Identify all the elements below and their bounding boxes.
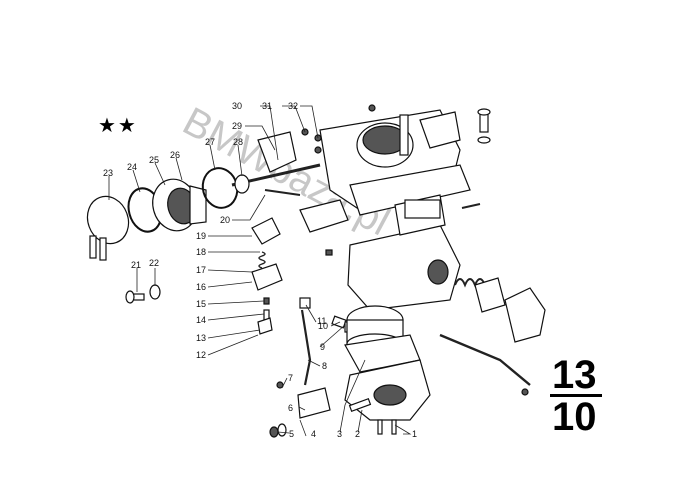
part-float-needle [264, 189, 301, 196]
callout-4: 4 [311, 429, 316, 439]
callout-22: 22 [149, 258, 159, 268]
callout-19: 19 [196, 231, 206, 241]
part-carburetor-top [319, 109, 471, 216]
part-pump-cover [474, 277, 506, 313]
callout-6: 6 [288, 403, 293, 413]
callout-10: 10 [318, 321, 328, 331]
section-number-bottom: 10 [552, 395, 597, 439]
callout-16: 16 [196, 282, 206, 292]
callout-29: 29 [232, 121, 242, 131]
parts-drawing [86, 104, 546, 438]
part-link-rod [300, 309, 312, 386]
callout-24: 24 [127, 162, 137, 172]
part-pump-lever [251, 263, 283, 291]
part-pump-housing [504, 287, 546, 343]
callout-7: 7 [288, 373, 293, 383]
section-number-top: 13 [552, 353, 597, 397]
callout-11: 11 [317, 316, 326, 326]
callout-28: 28 [233, 137, 243, 147]
callout-31: 31 [262, 101, 272, 111]
stars-mark: ★★ [98, 113, 138, 137]
part-throttle-rod [439, 333, 531, 386]
part-pump-spring [454, 278, 486, 288]
callout-3: 3 [337, 429, 342, 439]
callout-23: 23 [103, 168, 113, 178]
part-diaphragm-housing [152, 178, 207, 232]
part-throttle-lever [297, 387, 331, 419]
part-bracket [251, 217, 281, 245]
section-number-divider [550, 394, 602, 397]
callout-8: 8 [322, 361, 327, 371]
callout-1: 1 [412, 429, 417, 439]
callout-21: 21 [131, 260, 141, 270]
part-cover-plate [86, 195, 130, 261]
callout-27: 27 [205, 137, 215, 147]
callout-25: 25 [149, 155, 159, 165]
section-number: 13 10 [550, 353, 602, 439]
callout-13: 13 [196, 333, 206, 343]
callout-5: 5 [289, 429, 294, 439]
callout-9: 9 [320, 342, 325, 352]
callout-12: 12 [196, 350, 206, 360]
callout-32: 32 [288, 101, 298, 111]
callout-2: 2 [355, 429, 360, 439]
callout-labels: 30 31 32 29 23 24 25 26 27 28 20 19 18 1… [103, 101, 417, 439]
part-float-chamber [347, 194, 461, 311]
part-spring [258, 251, 266, 269]
part-float [299, 199, 349, 233]
callout-17: 17 [196, 265, 206, 275]
part-bolt-washer [125, 284, 161, 304]
callout-30: 30 [232, 101, 242, 111]
callout-18: 18 [196, 247, 206, 257]
callout-20: 20 [220, 215, 230, 225]
callout-26: 26 [170, 150, 180, 160]
part-top-bolt [477, 108, 491, 144]
callout-14: 14 [196, 315, 206, 325]
callout-15: 15 [196, 299, 206, 309]
leader-lines [108, 105, 412, 437]
